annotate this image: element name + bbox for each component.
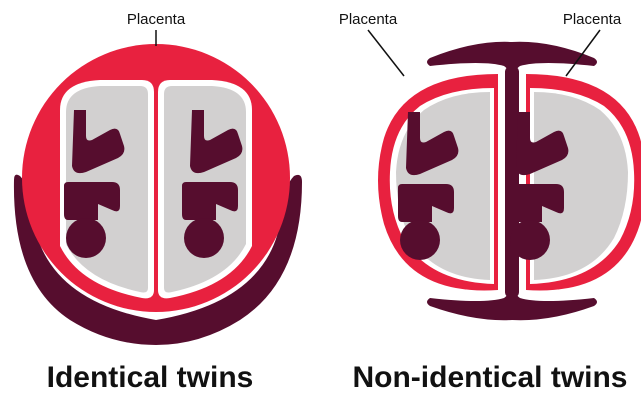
uterus-divider bbox=[505, 66, 519, 298]
placenta-label-left: Placenta bbox=[339, 11, 398, 28]
placenta-leader-line-left bbox=[368, 30, 404, 76]
placenta-label-right: Placenta bbox=[563, 11, 622, 28]
chorion-left-non-identical bbox=[372, 70, 502, 294]
identical-twins-caption: Identical twins bbox=[47, 361, 254, 394]
chorion-right-non-identical bbox=[522, 70, 641, 294]
identical-twins-panel: Placenta Identical twins bbox=[14, 11, 302, 394]
non-identical-twins-caption: Non-identical twins bbox=[352, 361, 627, 394]
non-identical-twins-panel: Placenta Placenta Non-identical twins bbox=[339, 11, 641, 394]
placenta-label: Placenta bbox=[127, 11, 186, 28]
